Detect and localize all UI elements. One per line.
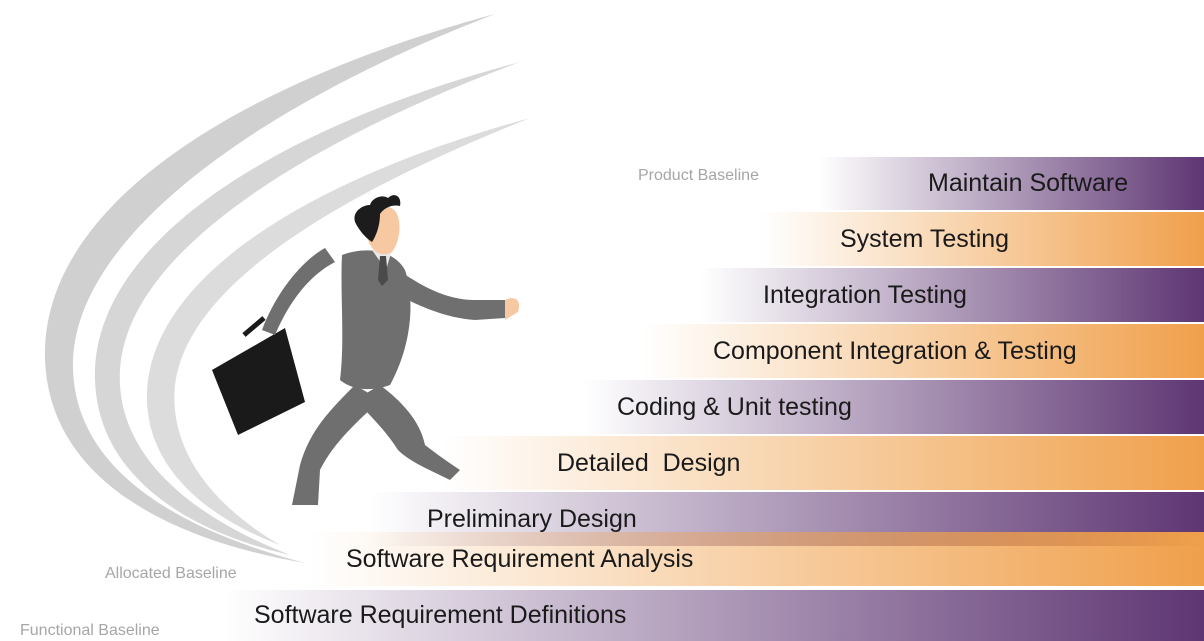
- front-hand: [505, 298, 520, 320]
- step-label: Software Requirement Analysis: [346, 544, 694, 573]
- step-integration-testing: Integration Testing: [701, 268, 1204, 322]
- back-leg: [292, 385, 380, 505]
- step-coding-unit-testing: Coding & Unit testing: [584, 380, 1204, 434]
- step-software-requirement-analysis: Software Requirement Analysis: [309, 532, 1204, 586]
- product-baseline-label: Product Baseline: [638, 167, 759, 184]
- step-label: System Testing: [840, 224, 1010, 253]
- hair: [354, 195, 401, 242]
- front-leg: [355, 385, 460, 480]
- front-arm: [390, 268, 510, 320]
- step-maintain-software: Maintain Software: [818, 157, 1204, 210]
- swoosh-arc-inner: [146, 118, 530, 545]
- step-label: Integration Testing: [763, 280, 967, 309]
- step-label: Component Integration & Testing: [713, 336, 1077, 365]
- back-arm: [262, 248, 335, 335]
- step-label: Detailed Design: [557, 448, 741, 477]
- allocated-baseline-label: Allocated Baseline: [105, 565, 237, 582]
- step-software-requirement-definitions: Software Requirement Definitions: [224, 590, 1204, 641]
- running-businessman-illustration: [212, 195, 520, 505]
- functional-baseline-label: Functional Baseline: [20, 622, 160, 639]
- step-system-testing: System Testing: [760, 212, 1204, 266]
- step-component-integration-testing: Component Integration & Testing: [643, 324, 1204, 378]
- step-label: Coding & Unit testing: [617, 392, 852, 421]
- tie: [378, 256, 388, 286]
- step-label: Preliminary Design: [427, 504, 637, 533]
- step-label: Maintain Software: [928, 169, 1129, 197]
- torso: [340, 250, 411, 390]
- briefcase-icon: [212, 316, 305, 435]
- step-detailed-design: Detailed Design: [442, 436, 1204, 490]
- step-label: Software Requirement Definitions: [254, 601, 627, 629]
